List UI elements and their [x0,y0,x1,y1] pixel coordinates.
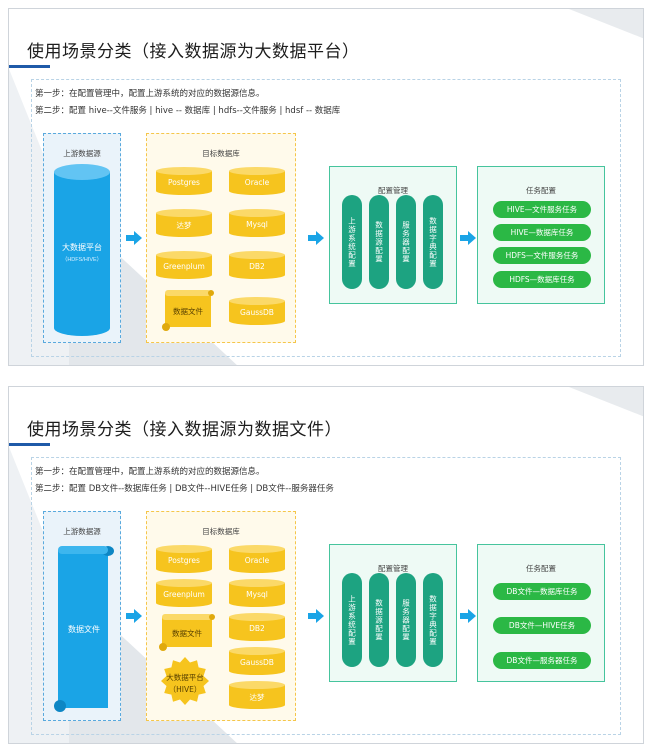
database-cylinder-icon: DB2 [229,613,285,641]
config-item-server: 服务器配置 [396,573,416,667]
database-cylinder-icon: Greenplum [156,579,212,607]
title-underline [9,443,50,446]
step-two-text: 第二步：配置 DB文件--数据库任务 | DB文件--HIVE任务 | DB文件… [35,484,334,494]
target-db-label: Greenplum [163,262,205,271]
task-label: 任务配置 [526,186,556,195]
database-cylinder-icon: Oracle [229,167,285,195]
upstream-label: 上游数据源 [63,149,101,158]
task-pill: HDFS—文件服务任务 [493,247,591,264]
document-scroll-icon: 数据文件 [159,613,215,651]
database-cylinder-icon: Mysql [229,209,285,237]
bigdata-cylinder: 大数据平台 （HDFS/HIVE） [54,164,110,336]
step-one-text: 第一步：在配置管理中，配置上游系统的对应的数据源信息。 [35,467,265,477]
target-db-label: GaussDB [240,308,274,317]
target-db-label: DB2 [249,262,265,271]
task-pill: DB文件—服务器任务 [493,652,591,669]
upstream-main-text: 数据文件 [68,625,100,634]
target-label: 目标数据库 [202,527,240,536]
upstream-box: 上游数据源 数据文件 [43,511,121,721]
target-db-label: GaussDB [240,658,274,667]
database-cylinder-icon: Mysql [229,579,285,607]
task-label: 任务配置 [526,564,556,573]
target-db-label: Oracle [244,178,270,187]
config-label: 配置管理 [378,564,408,573]
target-label: 目标数据库 [202,149,240,158]
slide-datafile-source: 使用场景分类（接入数据源为数据文件） 第一步：在配置管理中，配置上游系统的对应的… [8,386,644,744]
step-one-text: 第一步：在配置管理中，配置上游系统的对应的数据源信息。 [35,89,265,99]
target-db-label: 达梦 [176,221,192,230]
arrow-right-icon [126,609,142,623]
database-cylinder-icon: 达梦 [229,681,285,709]
target-db-label: 数据文件 [172,629,202,638]
config-item-server: 服务器配置 [396,195,416,289]
step-two-text: 第二步：配置 hive--文件服务 | hive -- 数据库 | hdfs--… [35,106,341,116]
database-cylinder-icon: Greenplum [156,251,212,279]
config-label: 配置管理 [378,186,408,195]
target-db-label: DB2 [249,624,265,633]
config-item-datasource: 数据源配置 [369,195,389,289]
target-db-label: Greenplum [163,590,205,599]
arrow-right-icon [308,231,324,245]
target-db-label: 大数据平台 [166,673,204,682]
task-pill: HIVE—数据库任务 [493,224,591,241]
upstream-label: 上游数据源 [63,527,101,536]
database-cylinder-icon: 达梦 [156,209,212,237]
task-pill: DB文件—HIVE任务 [493,617,591,634]
content-frame [31,79,621,357]
scroll-document-icon: 数据文件 [54,544,114,714]
target-db-label: 达梦 [249,693,265,702]
database-cylinder-icon: Postgres [156,167,212,195]
task-pill: HDFS—数据库任务 [493,271,591,288]
config-item-upstream: 上游系统配置 [342,195,362,289]
page-title: 使用场景分类（接入数据源为数据文件） [27,420,342,440]
database-cylinder-icon: Postgres [156,545,212,573]
upstream-box: 上游数据源 大数据平台 （HDFS/HIVE） [43,133,121,343]
upstream-main-text: 大数据平台 [62,243,102,252]
target-db-label: Mysql [246,590,268,599]
config-item-datasource: 数据源配置 [369,573,389,667]
database-cylinder-icon: Oracle [229,545,285,573]
config-item-dictionary: 数据字典配置 [423,195,443,289]
target-db-label: Postgres [168,178,200,187]
task-pill: HIVE—文件服务任务 [493,201,591,218]
config-item-dictionary: 数据字典配置 [423,573,443,667]
arrow-right-icon [308,609,324,623]
arrow-right-icon [126,231,142,245]
arrow-right-icon [460,231,476,245]
upstream-sub-text: （HDFS/HIVE） [61,257,103,263]
database-cylinder-icon: DB2 [229,251,285,279]
database-cylinder-icon: GaussDB [229,647,285,675]
document-scroll-icon: 数据文件 [162,289,214,331]
database-cylinder-icon: GaussDB [229,297,285,325]
badge-icon: 大数据平台 （HIVE） [161,657,209,705]
content-frame [31,457,621,735]
config-item-upstream: 上游系统配置 [342,573,362,667]
target-db-label: Oracle [244,556,270,565]
page-title: 使用场景分类（接入数据源为大数据平台） [27,42,360,62]
arrow-right-icon [460,609,476,623]
title-underline [9,65,50,68]
task-pill: DB文件—数据库任务 [493,583,591,600]
target-db-label: （HIVE） [168,685,202,694]
target-db-label: Mysql [246,220,268,229]
target-db-label: Postgres [168,556,200,565]
target-db-label: 数据文件 [173,307,203,316]
slide-bigdata-source: 使用场景分类（接入数据源为大数据平台） 第一步：在配置管理中，配置上游系统的对应… [8,8,644,366]
